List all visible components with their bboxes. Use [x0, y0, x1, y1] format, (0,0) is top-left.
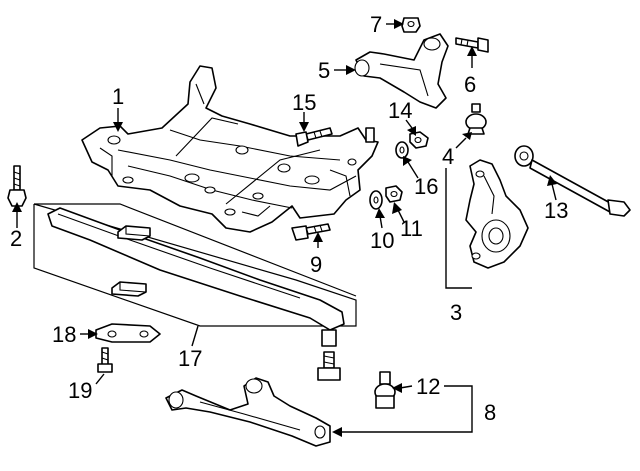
- callout-4: 4: [442, 144, 454, 169]
- lower-ball-joint[interactable]: [374, 371, 396, 409]
- callout-16: 16: [414, 174, 438, 199]
- callout-12: 12: [416, 374, 440, 399]
- assembly-17-box: [33, 203, 357, 327]
- upper-control-arm[interactable]: [354, 33, 449, 109]
- callout-1: 1: [112, 84, 124, 109]
- nut-11[interactable]: [385, 185, 403, 203]
- callout-15: 15: [292, 90, 316, 115]
- cradle-bolt[interactable]: [7, 165, 27, 207]
- callout-7: 7: [370, 12, 382, 37]
- nut-14[interactable]: [409, 131, 429, 149]
- washer-10[interactable]: [369, 190, 383, 210]
- bar-bushing-upper[interactable]: [117, 225, 151, 241]
- bar-bracket[interactable]: [95, 323, 161, 343]
- callout-13: 13: [544, 198, 568, 223]
- arm-bolt[interactable]: [455, 37, 489, 53]
- arm-nut[interactable]: [401, 17, 421, 33]
- callout-10: 10: [370, 228, 394, 253]
- callout-9: 9: [310, 252, 322, 277]
- lower-control-arm[interactable]: [165, 377, 331, 447]
- callout-14: 14: [388, 98, 412, 123]
- washer-16[interactable]: [395, 141, 409, 159]
- leader-lines: [12, 19, 557, 437]
- bolt-15[interactable]: [295, 127, 333, 147]
- callout-17: 17: [178, 346, 202, 371]
- callout-3: 3: [450, 300, 462, 325]
- stabilizer-link[interactable]: [317, 329, 341, 381]
- callouts: 1 2 3 4 5 6 7 8 9 10 11 12 13 14 15 16 1…: [10, 12, 568, 425]
- callout-19: 19: [68, 378, 92, 403]
- callout-6: 6: [464, 72, 476, 97]
- bar-bushing-lower[interactable]: [111, 281, 147, 297]
- callout-11: 11: [400, 216, 423, 241]
- steering-knuckle[interactable]: [465, 159, 529, 269]
- tie-rod[interactable]: [514, 145, 631, 217]
- upper-ball-joint[interactable]: [465, 103, 487, 135]
- callout-8: 8: [484, 400, 496, 425]
- callout-18: 18: [52, 322, 76, 347]
- callout-5: 5: [318, 58, 330, 83]
- callout-2: 2: [10, 226, 22, 251]
- bolt-9[interactable]: [291, 223, 331, 241]
- bracket-bolt[interactable]: [97, 347, 113, 373]
- engine-cradle[interactable]: [81, 65, 379, 233]
